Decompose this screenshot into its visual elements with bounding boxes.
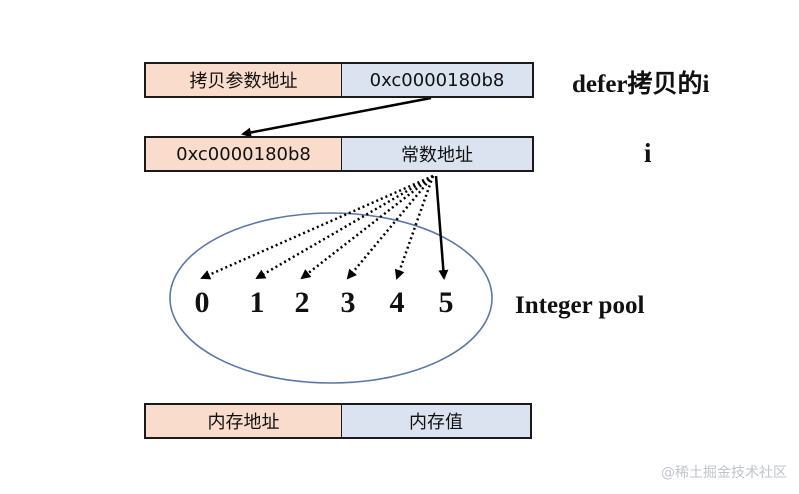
i-label: i: [644, 138, 652, 168]
possible-value-arrow-2: [300, 175, 434, 280]
i-address-cell: 0xc0000180b8: [144, 136, 342, 172]
possible-value-arrow-3: [346, 175, 434, 280]
possible-value-arrow-4: [394, 175, 435, 280]
integer-pool-label: Integer pool: [515, 292, 645, 319]
legend-memory-address-text: 内存地址: [207, 412, 280, 433]
watermark: @稀土掘金技术社区: [661, 465, 787, 481]
current-value-arrow-5: [434, 175, 449, 280]
i-value-cell: 常数地址: [341, 136, 534, 172]
defer-copy-label: defer拷贝的i: [572, 71, 710, 98]
pool-number-4: 4: [389, 286, 405, 319]
i-address-text: 0xc0000180b8: [176, 143, 311, 165]
pool-arrows: [200, 174, 449, 280]
pool-number-3: 3: [340, 286, 356, 319]
copied-param-address-text: 拷贝参数地址: [189, 71, 298, 92]
copied-param-value-cell: 0xc0000180b8: [341, 62, 534, 98]
integer-pool-ellipse: [169, 212, 493, 384]
legend-memory-value-text: 内存值: [409, 412, 463, 433]
copied-param-address-cell: 拷贝参数地址: [144, 62, 342, 98]
i-value-text: 常数地址: [401, 145, 473, 166]
possible-value-arrow-1: [255, 174, 434, 280]
pool-number-5: 5: [438, 286, 454, 319]
legend-memory-value-cell: 内存值: [341, 403, 532, 439]
copied-param-value-text: 0xc0000180b8: [369, 69, 505, 91]
pool-number-0: 0: [194, 286, 210, 319]
copy-pointer-arrow: [241, 96, 432, 138]
possible-value-arrow-0: [200, 174, 434, 280]
legend-memory-address-cell: 内存地址: [144, 403, 342, 439]
pool-number-2: 2: [294, 286, 310, 319]
pool-number-1: 1: [249, 286, 265, 319]
